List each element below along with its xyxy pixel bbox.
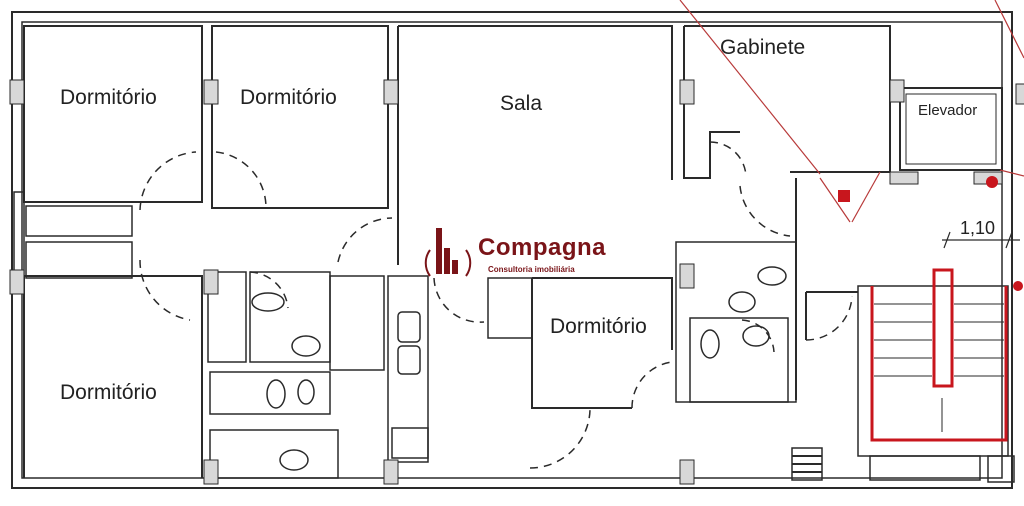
marker-square (838, 190, 850, 202)
compagna-logo: Compagna Consultoria imobiliária (420, 226, 620, 282)
room-label-sala: Sala (500, 92, 543, 115)
room-label-elevador: Elevador (918, 102, 978, 119)
dimension-label: 1,10 (960, 218, 996, 238)
wall-sala (397, 25, 673, 265)
logo-name: Compagna (478, 234, 607, 261)
marker-dot-right (1013, 281, 1023, 291)
wall-dorm-top-mid (211, 25, 389, 209)
room-label-dorm-top-mid: Dormitório (240, 86, 337, 109)
marker-dot (986, 176, 998, 188)
wall-dorm-bottom-left (23, 275, 203, 478)
room-label-dorm-top-left: Dormitório (60, 86, 157, 109)
outer-wall (11, 11, 1013, 489)
staircase (870, 268, 1008, 442)
wall-elevador (899, 87, 1003, 171)
room-label-dorm-center: Dormitório (550, 315, 647, 338)
red-annotation (679, 0, 1024, 223)
stair-steps (874, 303, 1004, 432)
logo-tagline: Consultoria imobiliária (488, 265, 575, 274)
room-label-dorm-bottom-left: Dormitório (60, 381, 157, 404)
dimension-line (942, 231, 1020, 249)
wall-dorm-center (531, 277, 673, 409)
logo-mark-icon (424, 228, 472, 277)
room-label-gabinete: Gabinete (720, 36, 806, 59)
wall-dorm-top-left (23, 25, 203, 203)
